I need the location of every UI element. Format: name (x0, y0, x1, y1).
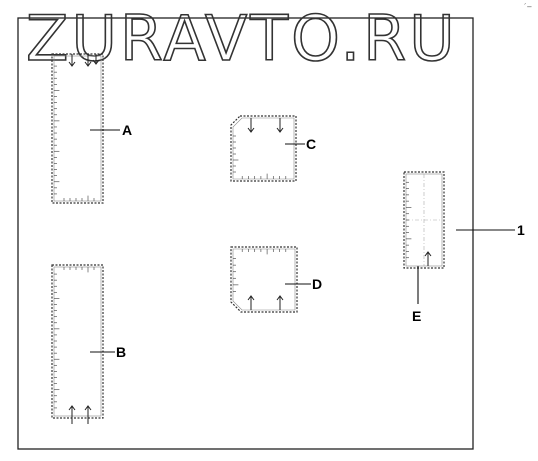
piece-b-ticks-top (63, 267, 95, 273)
label-1: 1 (517, 222, 525, 238)
piece-d-ticks-left (233, 258, 239, 292)
piece-e (403, 171, 445, 269)
leader-lines (90, 129, 515, 353)
corner-mark: ´− (523, 3, 533, 11)
label-a: A (122, 122, 132, 138)
piece-c-ticks-left (233, 135, 239, 173)
label-b: B (116, 344, 126, 360)
piece-e-ticks-left (406, 181, 412, 259)
piece-b-ticks-left (54, 273, 60, 409)
label-c: C (306, 136, 316, 152)
watermark: ZURAVTO.RU (26, 2, 458, 75)
piece-d (230, 246, 298, 313)
label-e: E (412, 308, 421, 324)
piece-a-ticks-bottom (63, 195, 95, 201)
piece-a (51, 53, 104, 204)
piece-d-ticks-top (241, 249, 287, 255)
piece-b (51, 264, 104, 424)
piece-c-ticks-bottom (241, 173, 287, 179)
piece-c (230, 115, 297, 182)
piece-a-ticks-left (54, 65, 60, 195)
label-d: D (312, 276, 322, 292)
board-outline (17, 17, 474, 450)
